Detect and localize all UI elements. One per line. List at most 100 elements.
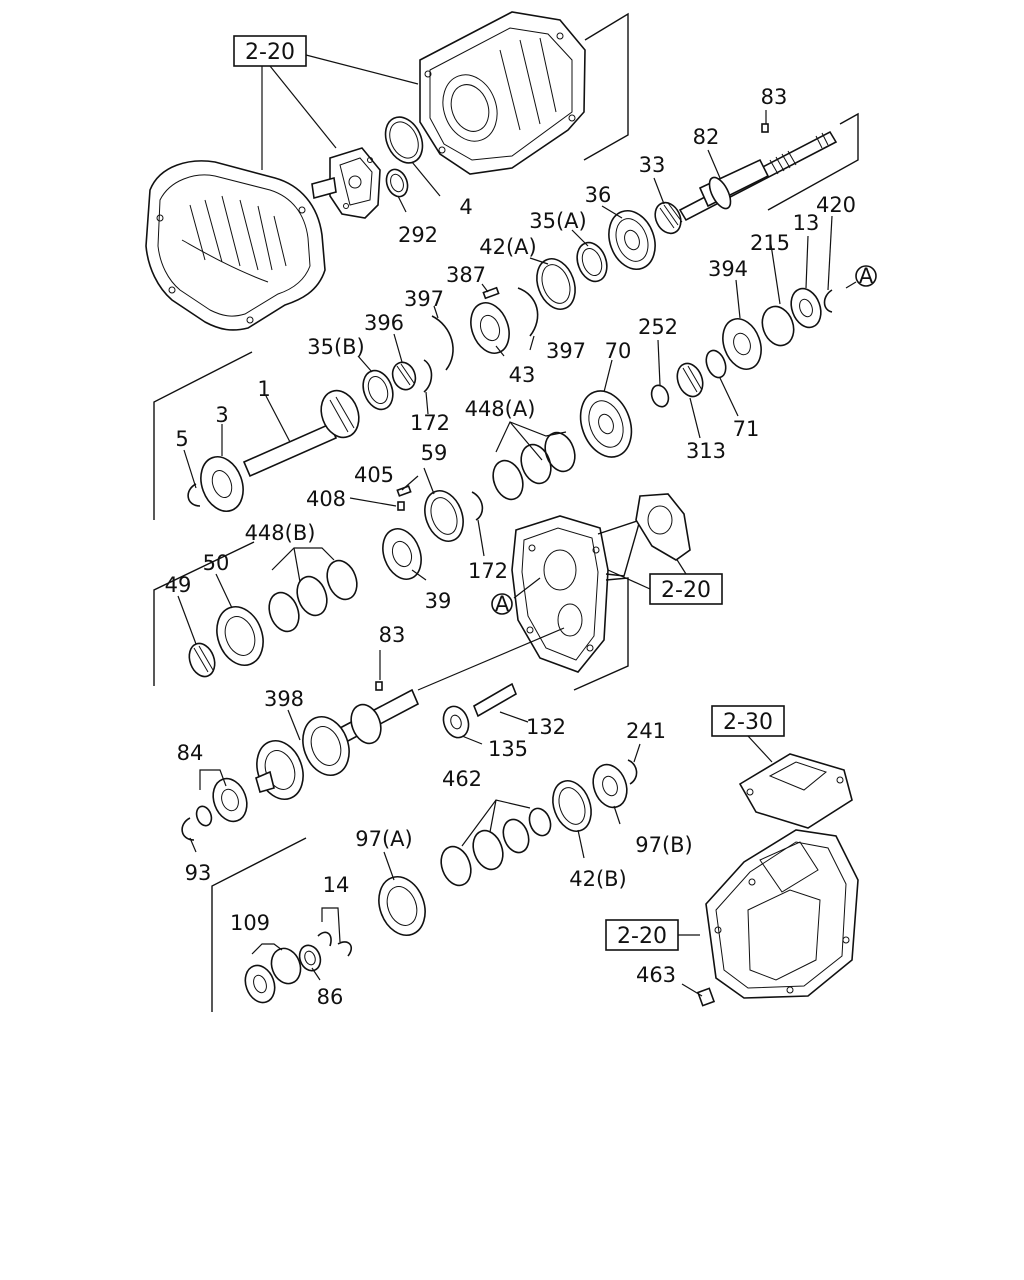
gear-50 xyxy=(216,606,264,666)
key-387 xyxy=(482,286,500,300)
label-83-top: 83 xyxy=(761,85,788,109)
snap-ring-93 xyxy=(181,817,195,841)
reverse-gear-135 xyxy=(442,705,470,739)
shift-cover xyxy=(738,753,853,829)
snap-ring-4 xyxy=(384,116,424,164)
bearing-394 xyxy=(722,318,762,370)
ring-215 xyxy=(761,305,795,347)
hub-43 xyxy=(470,302,510,354)
label-241: 241 xyxy=(626,719,666,743)
label-132: 132 xyxy=(526,715,566,739)
label-135: 135 xyxy=(488,737,528,761)
needle-bearing-14 xyxy=(317,931,353,957)
label-14: 14 xyxy=(323,873,350,897)
label-397-right: 397 xyxy=(546,339,586,363)
label-397-left: 397 xyxy=(404,287,444,311)
reverse-shaft-132 xyxy=(473,682,517,718)
gear-36 xyxy=(608,210,656,270)
bracket-reverse xyxy=(211,837,307,1012)
part-labels: 83 82 33 36 35(A) 42(A) 4 292 387 397 39… xyxy=(165,85,856,1009)
label-13: 13 xyxy=(793,211,820,235)
label-172-top: 172 xyxy=(410,411,450,435)
sleeve-42b xyxy=(552,780,592,832)
label-35a: 35(A) xyxy=(529,209,586,233)
circle-marker-a-mid[interactable]: A xyxy=(491,592,513,616)
label-50: 50 xyxy=(203,551,230,575)
svg-text:A: A xyxy=(859,264,874,288)
svg-text:2-20: 2-20 xyxy=(661,578,711,603)
ref-box-cover[interactable]: 2-30 xyxy=(711,705,785,737)
ring-84-inner xyxy=(195,805,213,827)
bearing-109 xyxy=(244,964,276,1004)
cover-leader xyxy=(747,735,773,763)
sync-rings-448b xyxy=(268,559,358,633)
part-83-top xyxy=(761,123,769,133)
spring-408 xyxy=(397,501,405,511)
snap-ring-241 xyxy=(627,759,638,785)
bearing-3 xyxy=(200,456,244,512)
ref-box-case[interactable]: 2-20 xyxy=(605,919,679,951)
needle-bearing-313 xyxy=(676,362,704,398)
label-292: 292 xyxy=(398,223,438,247)
snap-ring-172-top xyxy=(423,359,433,393)
label-252: 252 xyxy=(638,315,678,339)
label-49: 49 xyxy=(165,573,192,597)
snap-ring-172-mid xyxy=(471,491,484,521)
label-97b: 97(B) xyxy=(635,833,693,857)
label-59: 59 xyxy=(421,441,448,465)
label-313: 313 xyxy=(686,439,726,463)
circle-a-top-leader xyxy=(845,281,857,289)
leader-lines xyxy=(177,110,833,997)
gasket-plate xyxy=(635,493,691,561)
svg-text:2-20: 2-20 xyxy=(245,40,295,65)
sleeve-59 xyxy=(424,490,464,542)
countershaft-398 xyxy=(255,688,420,800)
circle-a-leader xyxy=(513,577,541,599)
needle-bearing-396 xyxy=(391,361,417,391)
label-36: 36 xyxy=(585,183,612,207)
label-97a: 97(A) xyxy=(355,827,412,851)
countershaft-axis xyxy=(417,627,565,691)
ring-71 xyxy=(705,349,727,379)
label-462: 462 xyxy=(442,767,482,791)
label-93: 93 xyxy=(185,861,212,885)
label-408: 408 xyxy=(306,487,346,511)
label-4: 4 xyxy=(459,195,472,219)
input-shaft-1 xyxy=(242,389,360,478)
sync-ring-35a xyxy=(576,241,608,283)
ref-box-top[interactable]: 2-20 xyxy=(233,35,307,67)
snap-ring-397-right xyxy=(517,287,539,337)
label-172-mid: 172 xyxy=(468,559,508,583)
extension-housing xyxy=(705,829,859,999)
label-42a: 42(A) xyxy=(479,235,536,259)
label-405: 405 xyxy=(354,463,394,487)
label-35b: 35(B) xyxy=(307,335,365,359)
ref-box-mid[interactable]: 2-20 xyxy=(649,573,723,605)
bearing-13 xyxy=(790,287,822,329)
snap-ring-5 xyxy=(187,483,201,507)
gear-97a xyxy=(378,876,426,936)
svg-text:A: A xyxy=(495,592,510,616)
sleeve-42a xyxy=(536,258,576,310)
snap-ring-397-left xyxy=(431,315,454,371)
label-448a: 448(A) xyxy=(465,397,536,421)
washer-86 xyxy=(298,944,322,972)
bracket-main xyxy=(153,541,255,686)
label-394: 394 xyxy=(708,257,748,281)
label-109: 109 xyxy=(230,911,270,935)
label-83-mid: 83 xyxy=(379,623,406,647)
label-86: 86 xyxy=(317,985,344,1009)
circle-marker-a-top[interactable]: A xyxy=(855,264,877,288)
svg-text:2-30: 2-30 xyxy=(723,710,773,735)
sync-rings-462 xyxy=(440,807,552,887)
part-83-mid xyxy=(375,681,383,691)
label-39: 39 xyxy=(425,589,452,613)
needle-bearing-33 xyxy=(654,201,683,235)
label-42b: 42(B) xyxy=(569,867,627,891)
bolt-463 xyxy=(696,987,716,1007)
snap-ring-420 xyxy=(823,289,833,313)
bracket-input xyxy=(153,351,253,520)
seal-292 xyxy=(385,168,409,198)
label-71: 71 xyxy=(733,417,760,441)
transmission-case-front xyxy=(419,11,586,175)
